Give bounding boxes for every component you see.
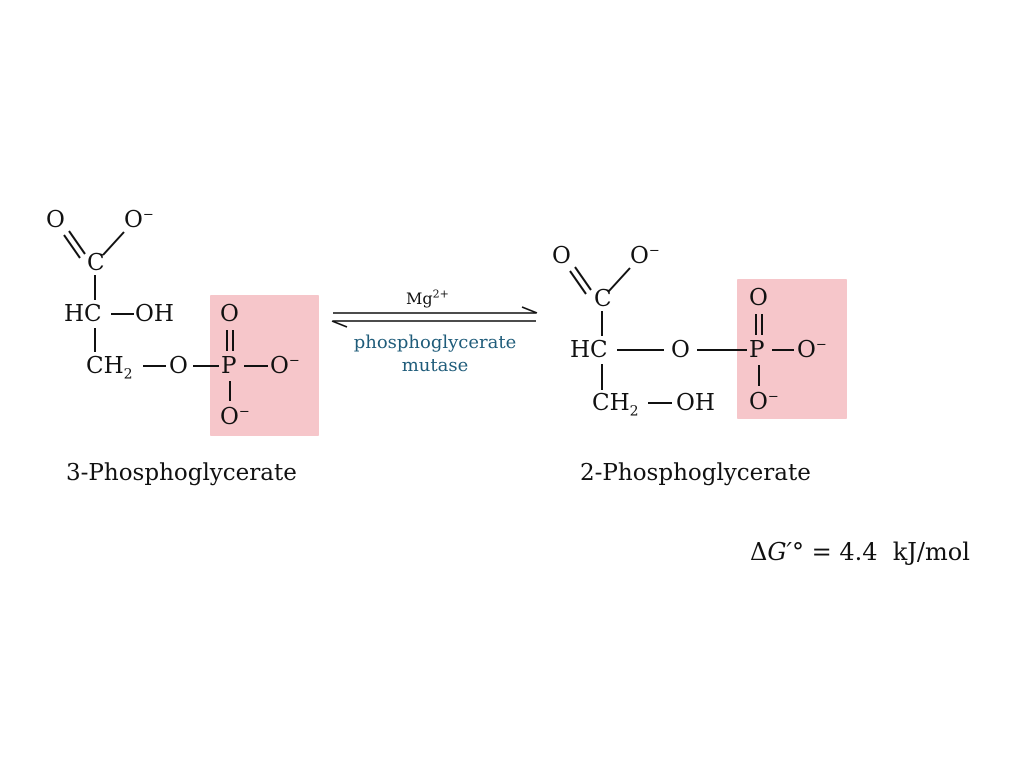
product-c-o-double-bond-b: [569, 270, 587, 295]
reactant-o-right: O−: [270, 353, 300, 379]
product-o-double: O: [749, 285, 768, 311]
product-hc: HC: [570, 337, 608, 363]
free-energy-value: = 4.4 kJ/mol: [803, 538, 970, 566]
product-o-bottom: O−: [749, 389, 779, 415]
reactant-o-carboxylate-charge: −: [142, 207, 154, 223]
enzyme-name-line1: phosphoglycerate: [353, 332, 517, 353]
reactant-o-carboxylate: O−: [124, 207, 154, 233]
reactant-oh: OH: [135, 301, 174, 327]
product-o-carbonyl: O: [552, 243, 571, 269]
product-ch2: CH2: [592, 390, 639, 420]
product-c-o-double-bond-a: [574, 266, 592, 291]
product-o-carboxylate: O−: [630, 243, 660, 269]
cofactor-label: Mg2+: [406, 287, 449, 308]
product-c-o-single-bond: [608, 267, 631, 292]
product-o-bottom-charge: −: [767, 389, 779, 405]
delta-symbol: Δ: [750, 538, 768, 566]
product-o-carboxylate-charge: −: [648, 243, 660, 259]
product-p: P: [749, 337, 765, 363]
forward-arrow-head: [521, 306, 538, 314]
reverse-arrow-head: [331, 320, 348, 328]
product-o-right-charge: −: [815, 337, 827, 353]
product-name: 2-Phosphoglycerate: [580, 460, 811, 486]
reactant-o-bottom-charge: −: [238, 404, 250, 420]
reactant-o-bridge: O: [169, 353, 188, 379]
reactant-ch2-subscript: 2: [123, 366, 133, 383]
free-energy-change: ΔG′° = 4.4 kJ/mol: [750, 538, 970, 566]
gibbs-symbol: G′°: [767, 538, 804, 566]
enzyme-name: phosphoglycerate mutase: [338, 331, 532, 377]
product-o-right: O−: [797, 337, 827, 363]
product-c: C: [594, 286, 612, 312]
reactant-c-o-double-bond-b: [63, 234, 81, 259]
reactant-o-double: O: [220, 301, 239, 327]
reactant-o-bottom: O−: [220, 404, 250, 430]
reactant-hc: HC: [64, 301, 102, 327]
reactant-c-o-double-bond-a: [68, 230, 86, 255]
reactant-o-carbonyl: O: [46, 207, 65, 233]
product-ch2-subscript: 2: [629, 403, 639, 420]
enzyme-name-line2: mutase: [401, 355, 469, 376]
reactant-c: C: [87, 250, 105, 276]
reactant-name: 3-Phosphoglycerate: [66, 460, 297, 486]
product-o-bridge: O: [671, 337, 690, 363]
product-oh: OH: [676, 390, 715, 416]
reactant-o-right-charge: −: [288, 353, 300, 369]
equilibrium-arrow: [331, 306, 538, 328]
reactant-p: P: [221, 353, 237, 379]
reactant-ch2: CH2: [86, 353, 133, 383]
reactant-c-o-single-bond: [102, 231, 125, 256]
cofactor-charge: 2+: [432, 287, 449, 301]
